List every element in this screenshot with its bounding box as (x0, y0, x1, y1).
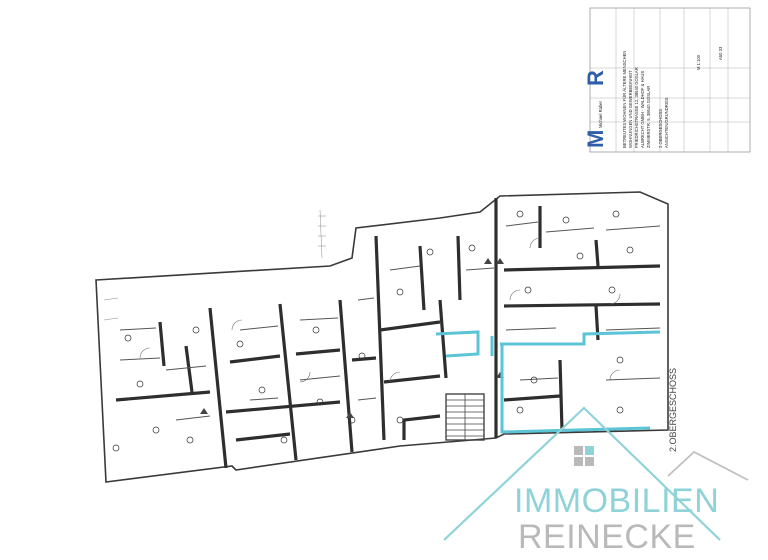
floor-label: 2.OBERGESCHOSS (668, 368, 678, 452)
project-line-4: ALBRECHT GMBH - WALDHOF & HAUS (640, 71, 645, 148)
watermark-line-2: REINECKE (518, 518, 696, 556)
staircase (445, 393, 485, 441)
title-block: M R Michael Raber BETREUTES WOHNEN FÜR Ä… (583, 7, 751, 153)
project-text: BETREUTES WOHNEN FÜR ÄLTERE MENSCHEN WOH… (622, 51, 669, 148)
company-name: Michael Raber (598, 100, 603, 128)
watermark-line-1: IMMOBILIEN (514, 482, 719, 520)
architect-logo: M R (583, 70, 608, 148)
watermark: IMMOBILIEN REINECKE (443, 406, 749, 556)
sheet-number: A50 33 (718, 46, 723, 60)
svg-text:M: M (583, 130, 608, 148)
floor-plan (95, 191, 669, 483)
project-line-2: WOHNUNGEN UND GEWERBEEINHEIT (628, 70, 633, 148)
highlighted-unit-outline (435, 330, 661, 434)
project-line-1: BETREUTES WOHNEN FÜR ÄLTERE MENSCHEN (622, 51, 627, 148)
scale-text: M 1:100 (696, 54, 701, 70)
watermark-window-icon (574, 446, 594, 466)
watermark-roof-icon (443, 406, 721, 541)
plan-line-2: ANSICHTEN/GRUNDRISS (664, 97, 669, 148)
svg-text:R: R (583, 70, 608, 86)
project-line-5: ZIMMERSTR. 5, 38640 GOSLAR (646, 86, 651, 148)
plan-line-1: 2.OBERGESCHOSS (658, 109, 663, 148)
project-line-3: FRIEDRICHSTRASSE 12, 38640 GOSLAR (634, 67, 639, 148)
